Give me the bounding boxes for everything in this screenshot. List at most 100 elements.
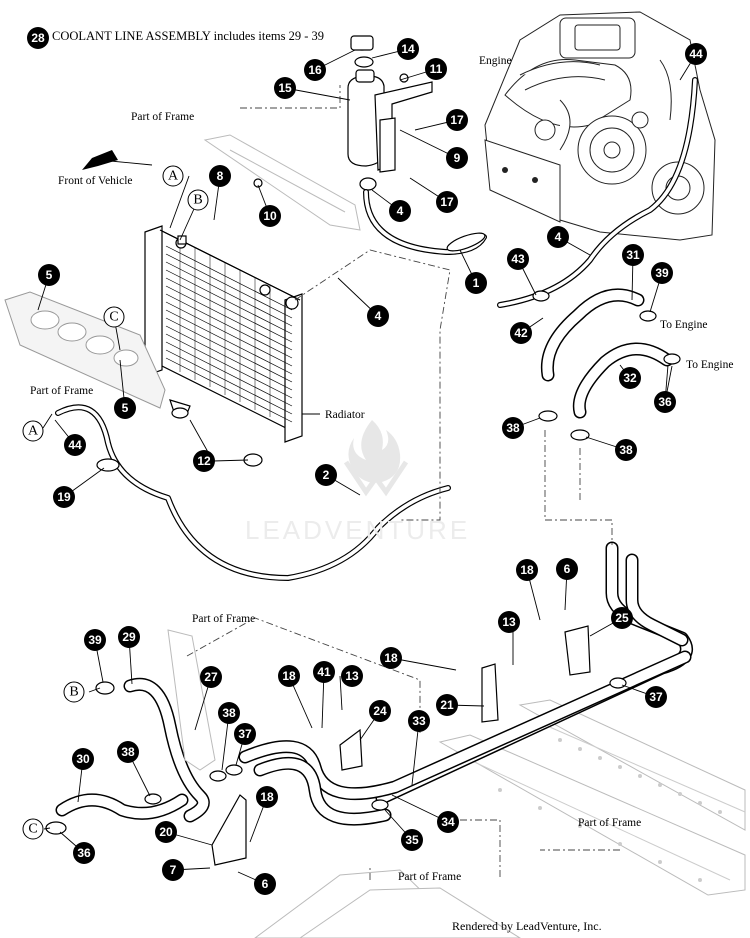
bracket-24 [339,728,363,771]
callouts: 28 1 2 4 4 4 5 5 6 6 7 8 9 10 11 12 13 1… [27,27,707,895]
callout-18-a: 18 [516,559,538,581]
callout-8: 8 [209,165,231,187]
callout-9-num: 9 [454,151,461,165]
callout-31-num: 31 [626,248,640,262]
callout-39-b-num: 39 [655,266,669,280]
hose-2 [55,404,451,581]
callout-36-a: 36 [73,842,95,864]
connector-a-bottom: A [22,420,44,442]
bracket-21 [481,663,499,723]
assembly-title: COOLANT LINE ASSEMBLY includes items 29 … [52,29,325,43]
callout-21-num: 21 [440,698,454,712]
callout-18-b: 18 [278,665,300,687]
callout-18-a-num: 18 [520,563,534,577]
callout-37-a: 37 [645,686,667,708]
callout-1: 1 [465,272,487,294]
callout-28-num: 28 [31,31,45,45]
callout-19-num: 19 [57,490,71,504]
callout-4-a: 4 [367,305,389,327]
label-to-engine-1: To Engine [660,319,707,331]
connector-a-bottom-label: A [28,424,39,439]
callout-13-b-num: 13 [345,669,359,683]
callout-34-num: 34 [441,815,455,829]
label-front-of-vehicle: Front of Vehicle [58,175,133,187]
callout-18-d-num: 18 [260,790,274,804]
connector-c-top-label: C [109,310,118,325]
callout-10: 10 [259,205,281,227]
callout-11: 11 [425,58,447,80]
callout-42-num: 42 [514,326,528,340]
callout-18-c: 18 [380,647,402,669]
callout-20-num: 20 [159,825,173,839]
callout-15: 15 [274,77,296,99]
callout-44-a: 44 [685,43,707,65]
callout-37-a-num: 37 [649,690,663,704]
callout-2: 2 [315,464,337,486]
callout-35: 35 [401,829,423,851]
callout-37-b: 37 [234,723,256,745]
callout-5-a: 5 [38,264,60,286]
callout-38-b-num: 38 [506,421,520,435]
callout-6-b: 6 [254,873,276,895]
callout-36-b-num: 36 [658,395,672,409]
radiator [144,225,303,467]
callout-25-num: 25 [615,611,629,625]
callout-18-c-num: 18 [384,651,398,665]
hose-4-engine [497,77,698,308]
callout-39-a-num: 39 [88,633,102,647]
callout-32-num: 32 [623,371,637,385]
callout-11-num: 11 [430,62,443,76]
callout-18-d: 18 [256,786,278,808]
callout-34: 34 [437,811,459,833]
callout-4-c-num: 4 [555,230,562,244]
callout-4-b-num: 4 [397,204,404,218]
to-engine-text-2: To Engine [686,359,733,371]
connector-b-bottom-label: B [69,685,78,700]
callout-14: 14 [397,38,419,60]
frame-rail-bottom [254,869,521,938]
callout-38-d-num: 38 [121,745,135,759]
routing-lines [186,85,620,880]
clamps [45,290,681,835]
callout-2-num: 2 [323,468,330,482]
callout-36-a-num: 36 [77,846,91,860]
front-arrow-icon [82,150,118,170]
callout-39-a: 39 [84,629,106,651]
callout-5-b-num: 5 [122,401,129,415]
callout-29-num: 29 [122,630,136,644]
callout-27: 27 [200,666,222,688]
connector-c-top: C [103,306,125,328]
hose-31 [540,288,645,382]
callout-5-a-num: 5 [46,268,53,282]
callout-32: 32 [619,367,641,389]
connector-c-bottom: C [22,818,44,840]
hose-30 [55,793,189,820]
callout-21: 21 [436,694,458,716]
callout-38-a: 38 [218,702,240,724]
callout-38-a-num: 38 [222,706,236,720]
connector-b-top-label: B [193,193,202,208]
callout-7-num: 7 [170,863,177,877]
callout-41-num: 41 [317,665,331,679]
callout-27-num: 27 [204,670,218,684]
label-part-of-frame-1: Part of Frame [131,111,194,123]
callout-6-a-num: 6 [564,562,571,576]
frame-rail-right [438,699,746,896]
callout-25: 25 [611,607,633,629]
callout-41: 41 [313,661,335,683]
callout-7: 7 [162,859,184,881]
callout-17-a-num: 17 [450,113,464,127]
callout-30: 30 [72,748,94,770]
callout-29: 29 [118,626,140,648]
callout-17-a: 17 [446,109,468,131]
callout-8-num: 8 [217,169,224,183]
callout-36-b: 36 [654,391,676,413]
callout-38-c: 38 [615,439,637,461]
callout-6-a: 6 [556,558,578,580]
callout-24-num: 24 [373,704,387,718]
callout-28: 28 [27,27,49,49]
callout-9: 9 [446,147,468,169]
callout-30-num: 30 [76,752,90,766]
label-to-engine-2: To Engine [686,359,733,371]
